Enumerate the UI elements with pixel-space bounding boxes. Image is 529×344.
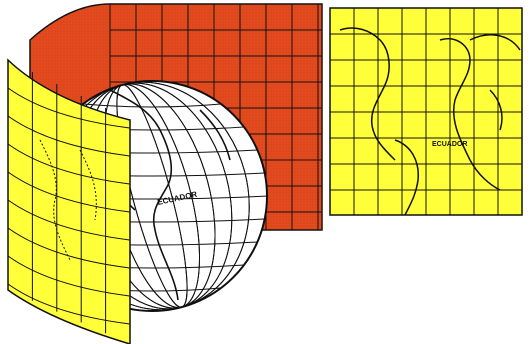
- map-ecuador-label: ECUADOR: [432, 141, 467, 148]
- flat-world-map: ECUADOR: [330, 8, 522, 215]
